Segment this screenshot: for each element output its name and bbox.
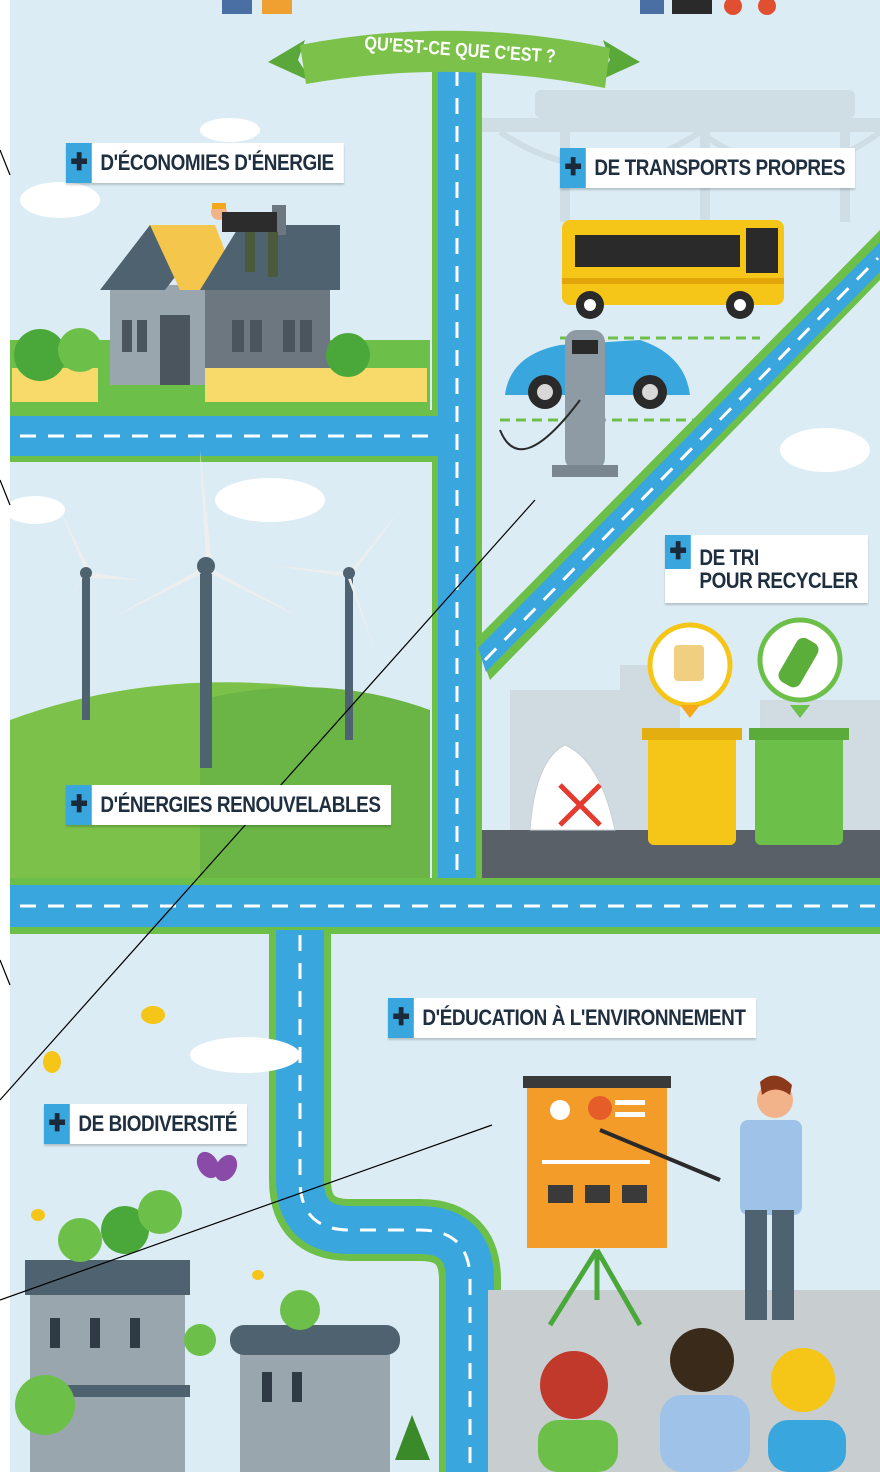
label-line-1: DE TRI: [699, 544, 759, 570]
plus-icon: ✚: [44, 1104, 70, 1144]
label-education-environnement: ✚ D'ÉDUCATION À L'ENVIRONNEMENT: [388, 998, 756, 1038]
bees: [31, 1006, 264, 1280]
house-illustration: [12, 203, 427, 402]
plus-icon: ✚: [66, 143, 92, 183]
label-text: DE BIODIVERSITÉ: [78, 1111, 238, 1137]
label-line-2: POUR RECYCLER: [699, 568, 858, 593]
green-buildings: [15, 1190, 430, 1472]
education-scene: [488, 1075, 880, 1472]
label-text: DE TRI POUR RECYCLER: [691, 535, 868, 603]
plus-icon: ✚: [560, 148, 586, 188]
wind-turbines: [55, 450, 400, 768]
label-transports-propres: ✚ DE TRANSPORTS PROPRES: [560, 148, 856, 188]
label-text: D'ÉCONOMIES D'ÉNERGIE: [100, 150, 334, 176]
label-energies-renouvelables: ✚ D'ÉNERGIES RENOUVELABLES: [66, 785, 391, 825]
label-text: D'ÉNERGIES RENOUVELABLES: [100, 792, 381, 818]
title-banner: [268, 30, 640, 88]
label-biodiversite: ✚ DE BIODIVERSITÉ: [44, 1104, 248, 1144]
plus-icon: ✚: [66, 785, 92, 825]
label-text: D'ÉDUCATION À L'ENVIRONNEMENT: [422, 1005, 746, 1031]
plus-icon: ✚: [388, 998, 414, 1038]
butterfly: [196, 1151, 238, 1182]
electric-car-illustration: [499, 330, 690, 477]
plus-icon: ✚: [665, 535, 691, 569]
top-characters: [222, 0, 776, 15]
label-economies-energie: ✚ D'ÉCONOMIES D'ÉNERGIE: [66, 143, 345, 183]
clouds: [5, 118, 870, 1073]
roads: [10, 60, 880, 1472]
bus-illustration: [562, 220, 784, 319]
recycling-illustration: [529, 617, 849, 845]
label-tri-recycler: ✚ DE TRI POUR RECYCLER: [665, 535, 869, 603]
label-text: DE TRANSPORTS PROPRES: [594, 155, 846, 181]
